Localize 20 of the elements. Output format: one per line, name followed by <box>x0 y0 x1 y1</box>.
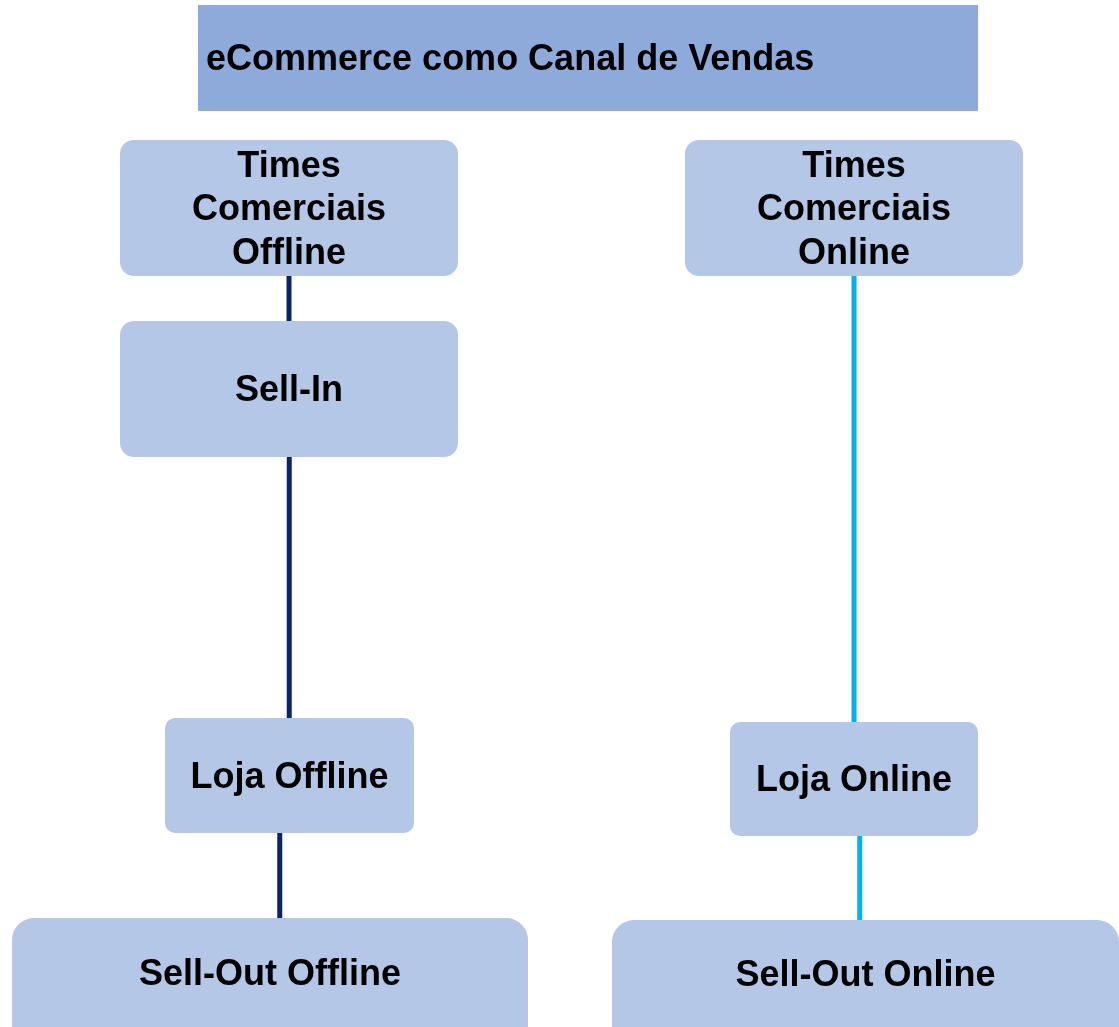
process-box <box>685 140 1023 276</box>
connector-line <box>286 457 292 718</box>
process-box <box>165 718 414 833</box>
box-label: Sell-In <box>235 367 343 411</box>
process-box <box>12 918 528 1027</box>
box-label: Times Comerciais Offline <box>190 143 388 273</box>
box-label: Loja Offline <box>190 753 389 798</box>
title-banner: eCommerce como Canal de Vendas <box>198 5 978 111</box>
connector-line <box>277 833 283 918</box>
box-label: Times Comerciais Online <box>755 143 953 273</box>
connector-line <box>851 276 857 722</box>
process-box <box>120 140 458 276</box>
box-label: Sell-Out Offline <box>139 950 401 995</box>
process-box <box>612 920 1119 1027</box>
process-box <box>120 321 458 457</box>
process-box <box>730 722 978 836</box>
box-label: Loja Online <box>756 757 952 801</box>
connector-line <box>286 276 292 321</box>
box-label: Sell-Out Online <box>735 951 996 996</box>
connector-line <box>857 836 863 920</box>
